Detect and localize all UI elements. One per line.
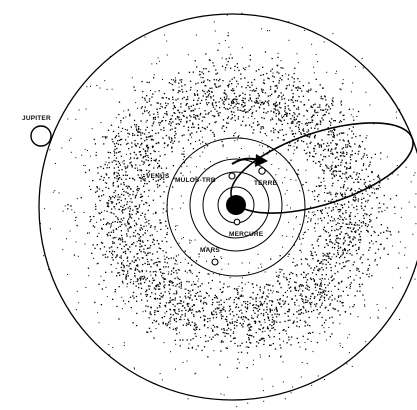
earth-planet-icon	[259, 168, 265, 174]
jupiter-planet-icon	[31, 126, 51, 146]
venus-label: VENUS	[146, 173, 170, 180]
comet-label: MULOS-TRB	[175, 177, 216, 184]
sun-icon	[226, 195, 246, 215]
mercury-planet-icon	[234, 219, 240, 225]
earth-label: TERRE	[254, 180, 277, 187]
comet-body-icon	[229, 173, 235, 179]
mars-planet-icon	[212, 259, 218, 265]
jupiter-label: JUPITER	[22, 115, 51, 122]
comet-orbit	[221, 104, 417, 231]
mars-label: MARS	[200, 247, 220, 254]
mercury-label: MERCURE	[229, 231, 264, 238]
